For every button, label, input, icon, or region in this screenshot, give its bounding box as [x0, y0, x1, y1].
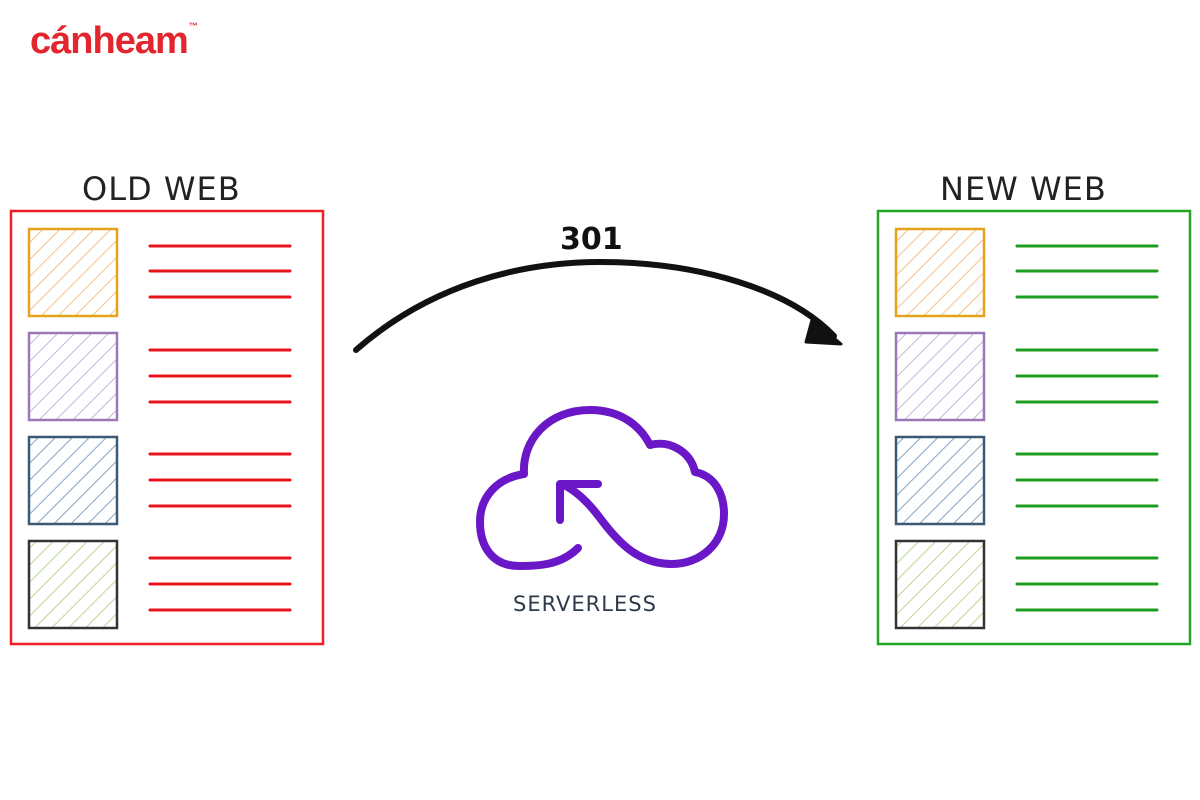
new-web-frame [876, 209, 1192, 646]
old-web-section-2 [27, 331, 292, 422]
new-web-image-block-2 [894, 331, 986, 422]
arrowhead-icon [804, 318, 843, 346]
new-web-section-3 [894, 435, 1159, 526]
new-web-image-block-1 [894, 227, 986, 318]
new-web-section-1 [894, 227, 1159, 318]
old-web-page [9, 209, 325, 646]
old-web-image-block-3 [27, 435, 119, 526]
new-web-image-block-3 [894, 435, 986, 526]
old-web-section-4 [27, 539, 292, 630]
brand-logo: cánheam™ [30, 20, 198, 62]
redirect-code-label: 301 [560, 222, 623, 257]
old-web-section-3 [27, 435, 292, 526]
new-web-section-4 [894, 539, 1159, 630]
serverless-label: SERVERLESS [513, 592, 657, 616]
new-web-title: NEW WEB [940, 170, 1107, 208]
old-web-image-block-2 [27, 331, 119, 422]
new-web-image-block-4 [894, 539, 986, 630]
new-web-section-2 [894, 331, 1159, 422]
redirect-arrow [353, 258, 843, 353]
new-web-page [876, 209, 1192, 646]
old-web-title: OLD WEB [82, 170, 241, 208]
redirect-arrow-curve [353, 258, 837, 353]
cloud-sync-icon [476, 406, 728, 570]
brand-logo-text: cánheam [30, 20, 189, 62]
old-web-frame [9, 209, 325, 646]
old-web-section-1 [27, 227, 292, 318]
trademark-symbol: ™ [188, 21, 198, 31]
old-web-image-block-4 [27, 539, 119, 630]
old-web-image-block-1 [27, 227, 119, 318]
